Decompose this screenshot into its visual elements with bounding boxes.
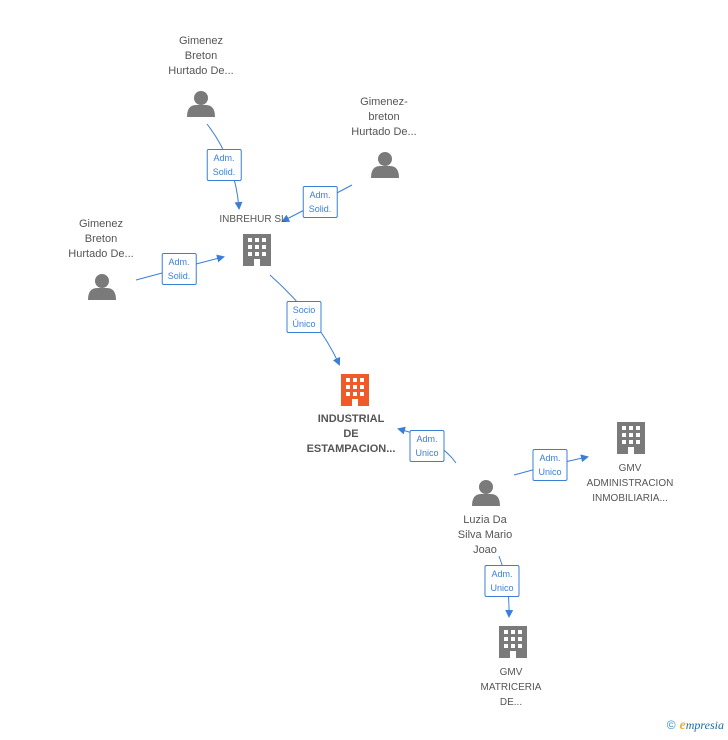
node-label-gmv-adm[interactable]: GMV ADMINISTRACION INMOBILIARIA...: [587, 461, 674, 506]
label-line: Gimenez: [178, 35, 224, 47]
label-line: Gimenez-: [360, 96, 408, 108]
edge-badge-e3[interactable]: Adm. Solid.: [161, 253, 197, 285]
label-line: INMOBILIARIA...: [592, 493, 668, 504]
badge-line: Solid.: [308, 204, 332, 214]
label-line: Hurtado De...: [168, 65, 234, 77]
label-line: DE: [343, 428, 359, 440]
badge-line: Socio: [292, 305, 316, 315]
node-label-inbrehur[interactable]: INBREHUR SL: [219, 212, 286, 227]
empresia-logo[interactable]: ©empresia: [667, 718, 724, 734]
brand-name: mpresia: [685, 718, 724, 732]
edge-badge-e6[interactable]: Adm. Unico: [532, 449, 568, 481]
label-line: ESTAMPACION...: [306, 443, 396, 455]
badge-line: Adm.: [168, 257, 190, 267]
label-line: ADMINISTRACION: [586, 478, 674, 489]
node-label-luzia[interactable]: Luzia Da Silva Mario Joao: [458, 513, 512, 558]
building-icon-focus[interactable]: [341, 374, 369, 406]
badge-line: Unico: [415, 448, 439, 458]
badge-line: Solid.: [212, 167, 236, 177]
edge-badge-e4[interactable]: Socio Único: [286, 301, 322, 333]
label-line: Joao: [473, 544, 497, 556]
label-line: Hurtado De...: [68, 248, 134, 260]
label-line: GMV: [499, 667, 523, 678]
person-icon[interactable]: [371, 152, 399, 178]
label-line: Silva Mario: [457, 529, 513, 541]
copyright-symbol: ©: [666, 718, 676, 732]
label-line: Gimenez: [78, 218, 124, 230]
badge-line: Adm.: [539, 453, 561, 463]
badge-line: Único: [292, 319, 316, 329]
node-label-p2[interactable]: Gimenez- breton Hurtado De...: [351, 95, 416, 140]
brand-initial: e: [679, 718, 686, 733]
node-label-gmv-mat[interactable]: GMV MATRICERIA DE...: [481, 665, 542, 710]
building-icon[interactable]: [617, 422, 645, 454]
edge-badge-e2[interactable]: Adm. Solid.: [302, 186, 338, 218]
label-line: MATRICERIA: [480, 682, 542, 693]
label-line: Breton: [184, 50, 218, 62]
label-line: INDUSTRIAL: [317, 413, 385, 425]
badge-line: Adm.: [416, 434, 438, 444]
label-line: GMV: [618, 463, 642, 474]
label-line: INBREHUR SL: [219, 214, 287, 225]
label-line: Breton: [84, 233, 118, 245]
edge-badge-e5[interactable]: Adm. Unico: [409, 430, 445, 462]
node-label-p3[interactable]: Gimenez Breton Hurtado De...: [68, 217, 133, 262]
label-line: Hurtado De...: [351, 126, 417, 138]
label-line: DE...: [499, 697, 523, 708]
badge-line: Unico: [490, 583, 514, 593]
building-icon[interactable]: [499, 626, 527, 658]
badge-line: Adm.: [491, 569, 513, 579]
label-line: Luzia Da: [463, 514, 507, 526]
person-icon[interactable]: [187, 91, 215, 117]
badge-line: Solid.: [167, 271, 191, 281]
node-label-p1[interactable]: Gimenez Breton Hurtado De...: [168, 34, 233, 79]
label-line: breton: [368, 111, 400, 123]
edge-badge-e1[interactable]: Adm. Solid.: [206, 149, 242, 181]
badge-line: Adm.: [213, 153, 235, 163]
person-icon[interactable]: [88, 274, 116, 300]
edge-badge-e7[interactable]: Adm. Unico: [484, 565, 520, 597]
badge-line: Unico: [538, 467, 562, 477]
node-label-industrial[interactable]: INDUSTRIAL DE ESTAMPACION...: [307, 412, 396, 457]
person-icon[interactable]: [472, 480, 500, 506]
building-icon[interactable]: [243, 234, 271, 266]
badge-line: Adm.: [309, 190, 331, 200]
